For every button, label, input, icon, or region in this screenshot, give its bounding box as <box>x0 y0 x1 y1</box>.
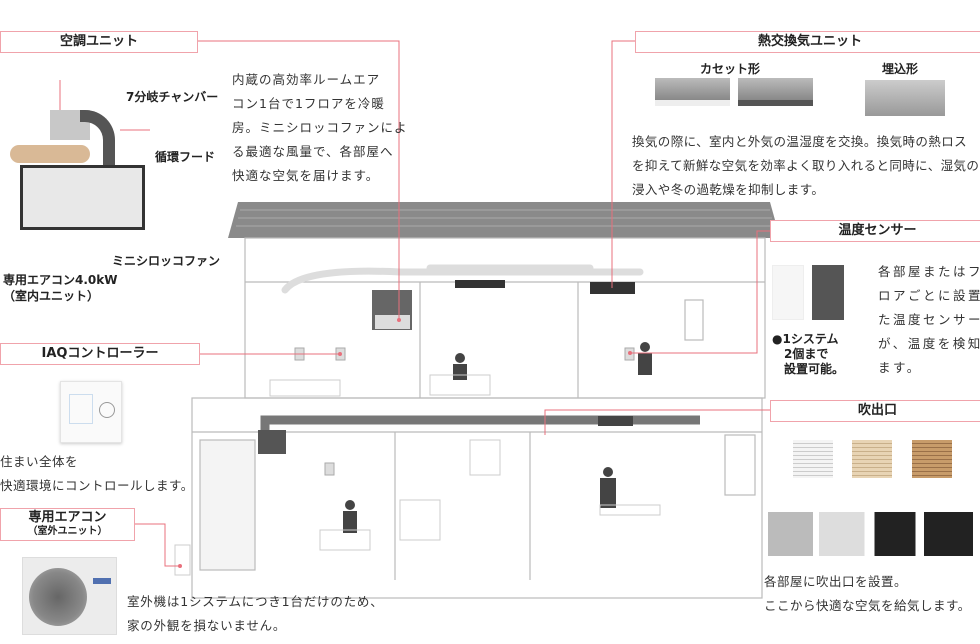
temp-sensor-white-image <box>772 265 804 320</box>
aircon-unit-product-image <box>10 110 150 230</box>
outdoor-unit-description: 室外機は1システムにつき1台だけのため、家の外観を損ないません。 <box>127 594 384 633</box>
cassette-unit-white-image <box>655 78 730 106</box>
leader-lines <box>59 40 770 567</box>
temp-sensor-label: 温度センサー <box>770 220 980 242</box>
embedded-unit-image <box>865 80 945 116</box>
embedded-type-label: 埋込形 <box>882 62 919 76</box>
aircon-unit-label: 空調ユニット <box>0 31 198 53</box>
heat-exchange-description: 換気の際に、室内と外気の温湿度を交換。換気時の熱ロスを抑えて新鮮な空気を効率よく… <box>632 134 980 197</box>
temp-sensor-dark-image <box>812 265 844 320</box>
indoor-unit-name: 専用エアコン4.0kW <box>3 273 118 287</box>
outlet-grille-white <box>793 440 833 478</box>
outdoor-unit-sub: （室外ユニット） <box>27 526 108 537</box>
outlet-grille-beige <box>852 440 892 478</box>
heat-exchange-label: 熱交換気ユニット <box>635 31 980 53</box>
outlet-duct-fittings <box>768 512 973 556</box>
indoor-unit-sub: （室内ユニット） <box>3 289 100 303</box>
roof <box>228 202 780 238</box>
indoor-unit-label: 専用エアコン4.0kW （室内ユニット） <box>3 272 117 304</box>
outdoor-unit-label: 専用エアコン （室外ユニット） <box>0 508 135 541</box>
outdoor-unit-image <box>22 557 117 635</box>
outdoor-unit-title: 専用エアコン <box>28 510 107 525</box>
hood-part-label: 循環フード <box>155 150 216 164</box>
outlet-grille-brown <box>912 440 952 478</box>
house-walls <box>191 237 766 599</box>
cassette-type-label: カセット形 <box>700 62 761 76</box>
chamber-part-label: 7分岐チャンバー <box>126 90 219 104</box>
outlet-description: 各部屋に吹出口を設置。ここから快適な空気を給気します。 <box>764 574 971 613</box>
iaq-description: 住まい全体を快適環境にコントロールします。 <box>0 454 194 493</box>
outlet-label: 吹出口 <box>770 400 980 422</box>
iaq-controller-label: IAQコントローラー <box>0 343 200 365</box>
cassette-unit-dark-image <box>738 78 813 106</box>
temp-sensor-description: 各部屋またはフロアごとに設置した温度センサーが、温度を検知します。 <box>878 264 980 375</box>
aircon-unit-description: 内蔵の高効率ルームエアコン1台で1フロアを冷暖房。ミニシロッコファンによる最適な… <box>232 72 408 183</box>
iaq-controller-image <box>60 381 122 443</box>
fan-part-label: ミニシロッコファン <box>112 254 221 268</box>
